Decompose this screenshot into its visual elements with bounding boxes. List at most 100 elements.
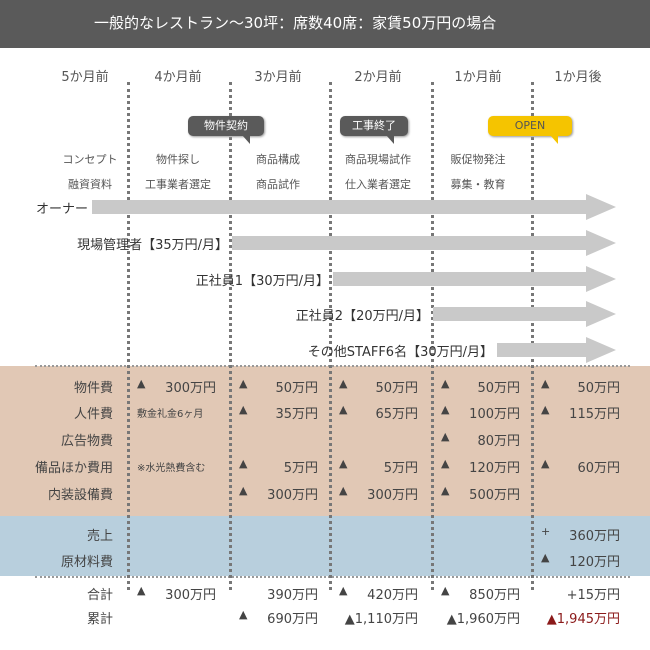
task-label: 商品現場試作	[345, 153, 411, 166]
row-label: 備品ほか費用	[34, 461, 113, 476]
cell-value: 300万円	[165, 381, 216, 396]
row-label: 人件費	[73, 407, 113, 422]
cell-value: 690万円	[267, 612, 318, 627]
expense-section	[0, 366, 650, 516]
cell-value: 5万円	[283, 461, 318, 476]
timeline-arrow	[232, 230, 616, 256]
cell-value: 100万円	[469, 407, 520, 422]
cell-value: 420万円	[367, 588, 418, 603]
table-cell: ▲ 5万円	[231, 457, 326, 476]
triangle-icon: ▲	[239, 377, 248, 390]
cell-value: 300万円	[165, 588, 216, 603]
month-divider	[531, 82, 534, 590]
triangle-icon: ▲	[441, 377, 450, 390]
cell-value: ▲1,945万円	[546, 612, 620, 627]
cell-value: 850万円	[469, 588, 520, 603]
table-cell: ▲300万円	[331, 484, 426, 503]
month-header: 1か月前	[454, 70, 502, 85]
cell-value: ▲1,960万円	[446, 612, 520, 627]
task-label: 工事業者選定	[145, 178, 211, 191]
table-cell: ▲ 420万円	[331, 584, 426, 603]
month-header: 4か月前	[154, 70, 202, 85]
task-label: 募集・教育	[450, 178, 506, 191]
cell-value: 500万円	[469, 488, 520, 503]
triangle-icon: ▲	[239, 457, 248, 470]
staff-label: 正社員1【30万円/月】	[195, 274, 329, 289]
table-cell: ▲50万円	[433, 377, 528, 396]
revenue-section	[0, 516, 650, 576]
table-cell: ▲300万円	[231, 484, 326, 503]
triangle-icon: ▲	[441, 430, 450, 443]
table-cell: ▲ 120万円	[433, 457, 528, 476]
badge-pointer	[386, 135, 394, 144]
month-divider	[329, 82, 332, 590]
cell-value: 390万円	[267, 588, 318, 603]
row-label: 内装設備費	[47, 488, 113, 503]
task-label: 商品構成	[256, 153, 300, 166]
table-cell: 敷金礼金6ヶ月	[129, 403, 224, 421]
timeline-arrow	[333, 266, 616, 292]
cell-value: 敷金礼金6ヶ月	[137, 409, 204, 420]
cell-value: 5万円	[383, 461, 418, 476]
table-cell: ▲50万円	[331, 377, 426, 396]
table-cell: ▲1,945万円	[533, 608, 628, 627]
triangle-icon: ▲	[541, 457, 550, 470]
task-label: 商品試作	[256, 178, 300, 191]
timeline-arrow	[92, 194, 616, 220]
cell-value: +15万円	[566, 588, 620, 603]
staff-label: その他STAFF6名【30万円/月】	[307, 345, 493, 360]
month-divider	[127, 82, 130, 590]
triangle-icon: ▲	[339, 484, 348, 497]
cell-value: ※水光熱費含む	[137, 463, 206, 474]
triangle-icon: ▲	[339, 584, 348, 597]
table-cell: ▲ 35万円	[231, 403, 326, 422]
badge-pointer	[242, 135, 250, 144]
row-label: 広告物費	[60, 434, 113, 449]
triangle-icon: ▲	[239, 484, 248, 497]
table-cell: ▲850万円	[433, 584, 528, 603]
row-label: 原材料費	[60, 555, 113, 570]
page-title: 一般的なレストラン～30坪：席数40席：家賃50万円の場合	[0, 0, 650, 48]
timeline-arrow	[497, 337, 616, 363]
table-cell: ▲50万円	[533, 377, 628, 396]
triangle-icon: ▲	[339, 377, 348, 390]
triangle-icon: ▲	[541, 551, 550, 564]
table-cell: +360万円	[533, 525, 628, 544]
month-header: 2か月前	[354, 70, 402, 85]
month-divider	[229, 82, 232, 590]
triangle-icon: ▲	[441, 403, 450, 416]
month-header: 3か月前	[254, 70, 302, 85]
month-divider	[431, 82, 434, 590]
table-cell: 390万円	[231, 584, 326, 603]
table-cell: ▲ 115万円	[533, 403, 628, 422]
table-cell: +15万円	[533, 584, 628, 603]
table-cell: ※水光熱費含む	[129, 457, 224, 475]
triangle-icon: ▲	[541, 403, 550, 416]
milestone-badge: 工事終了	[340, 116, 408, 144]
triangle-icon: ▲	[541, 377, 550, 390]
task-label: 販促物発注	[450, 153, 506, 166]
cell-value: 60万円	[577, 461, 620, 476]
table-cell: ▲ 80万円	[433, 430, 528, 449]
table-cell: ▲ 60万円	[533, 457, 628, 476]
triangle-icon: ▲	[239, 608, 248, 621]
triangle-icon: ▲	[239, 403, 248, 416]
table-cell: ▲50万円	[231, 377, 326, 396]
task-label: 物件探し	[156, 153, 200, 166]
table-cell: ▲65万円	[331, 403, 426, 422]
table-cell: ▲1,110万円	[331, 608, 426, 627]
cell-value: 35万円	[275, 407, 318, 422]
staff-label: 正社員2【20万円/月】	[295, 309, 429, 324]
triangle-icon: ▲	[441, 484, 450, 497]
month-header: 5か月前	[61, 70, 109, 85]
cell-value: 120万円	[569, 555, 620, 570]
triangle-icon: ▲	[339, 457, 348, 470]
cell-value: 80万円	[477, 434, 520, 449]
table-cell: ▲ 500万円	[433, 484, 528, 503]
triangle-icon: ▲	[441, 457, 450, 470]
milestone-badge: OPEN	[488, 116, 572, 144]
cell-value: 120万円	[469, 461, 520, 476]
table-cell: ▲ 690万円	[231, 608, 326, 627]
triangle-icon: +	[541, 525, 551, 538]
cell-value: 115万円	[569, 407, 620, 422]
